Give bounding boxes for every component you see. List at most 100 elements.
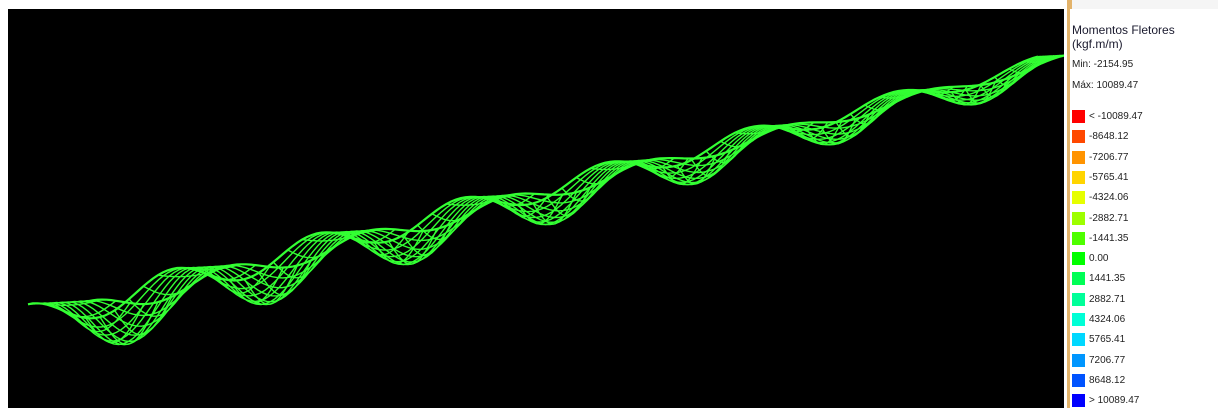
- mesh-line: [922, 86, 954, 96]
- legend-label: -7206.77: [1089, 151, 1129, 163]
- mesh-line: [431, 207, 480, 222]
- legend-label: 7206.77: [1089, 354, 1126, 366]
- legend-swatch: [1072, 394, 1085, 408]
- legend-swatch: [1072, 191, 1085, 205]
- mesh-line: [633, 157, 675, 170]
- legend-swatch: [1072, 150, 1085, 164]
- mesh-line: [720, 136, 759, 148]
- mesh-line: [1023, 58, 1052, 63]
- mesh-line: [359, 230, 410, 256]
- legend-item: 5765.41: [1072, 333, 1126, 347]
- legend-item: > 10089.47: [1072, 394, 1140, 408]
- mesh-line: [287, 243, 340, 259]
- mesh-line: [143, 278, 201, 296]
- legend-item: -7206.77: [1072, 150, 1129, 164]
- mesh-line: [460, 195, 507, 199]
- legend-swatch: [1072, 211, 1085, 225]
- legend-swatch: [1072, 373, 1085, 387]
- mesh-line: [417, 215, 466, 241]
- legend-item: 1441.35: [1072, 272, 1126, 286]
- mesh-line: [994, 71, 1024, 87]
- legend-label: -4324.06: [1089, 192, 1129, 204]
- mesh-line: [42, 298, 103, 306]
- mesh-line: [676, 155, 717, 185]
- mesh-line: [561, 179, 605, 202]
- mesh-line: [272, 251, 326, 279]
- mesh-line: [979, 77, 1010, 98]
- legend-label: < -10089.47: [1089, 111, 1143, 122]
- mesh-line: [388, 228, 438, 265]
- legend-label: 5765.41: [1089, 334, 1126, 346]
- legend-swatch: [1072, 333, 1085, 347]
- legend-label: -1441.35: [1089, 232, 1129, 244]
- deformed-slab-mesh: [27, 54, 1064, 346]
- mesh-line: [532, 191, 578, 225]
- legend-swatch: [1072, 353, 1085, 367]
- mesh-line: [302, 235, 354, 242]
- legend-swatch: [1072, 110, 1085, 123]
- legend-item: 7206.77: [1072, 353, 1126, 367]
- mesh-line: [475, 193, 521, 199]
- mesh-line: [70, 302, 131, 333]
- legend-label: > 10089.47: [1089, 395, 1140, 407]
- legend-swatch: [1072, 231, 1085, 245]
- mesh-line: [345, 228, 396, 244]
- mesh-line: [763, 122, 800, 128]
- mesh-line: [128, 288, 187, 317]
- legend-panel: Momentos Fletores (kgf.m/m) Min: -2154.9…: [1070, 9, 1218, 408]
- mesh-line: [734, 129, 773, 135]
- mesh-line: [172, 265, 228, 270]
- mesh-line: [936, 85, 968, 102]
- legend-swatch: [1072, 313, 1085, 326]
- mesh-line: [864, 100, 898, 111]
- mesh-line: [330, 228, 382, 235]
- mesh-line: [575, 171, 619, 185]
- mesh-line: [590, 164, 633, 171]
- legend-title-text: Momentos Fletores: [1072, 23, 1175, 37]
- mesh-line: [806, 121, 843, 146]
- legend-swatch: [1072, 272, 1085, 286]
- mesh-line: [56, 300, 117, 318]
- model-viewport[interactable]: [8, 9, 1064, 408]
- mesh-line: [229, 267, 285, 304]
- mesh-line: [849, 107, 885, 125]
- legend-item: -4324.06: [1072, 191, 1129, 205]
- mesh-line: [647, 158, 689, 179]
- legend-item: 4324.06: [1072, 313, 1125, 326]
- mesh-line: [792, 122, 829, 141]
- mesh-line: [705, 143, 745, 164]
- legend-label: 2882.71: [1089, 293, 1126, 305]
- mesh-line: [965, 81, 996, 105]
- mesh-line: [215, 266, 270, 294]
- legend-label: 4324.06: [1089, 314, 1126, 325]
- legend-item: 2882.71: [1072, 292, 1126, 306]
- mesh-line: [1038, 54, 1064, 58]
- mesh-line: [316, 230, 368, 235]
- mesh-line: [489, 193, 536, 207]
- legend-swatch: [1072, 252, 1085, 266]
- mesh-line: [1008, 64, 1038, 74]
- legend-title: Momentos Fletores (kgf.m/m): [1072, 23, 1218, 51]
- legend-item: 8648.12: [1072, 373, 1126, 387]
- legend-swatch: [1072, 292, 1085, 306]
- mesh-line: [821, 118, 857, 145]
- legend-label: 0.00: [1089, 253, 1109, 265]
- mesh-line: [662, 157, 703, 185]
- legend-item: -8648.12: [1072, 130, 1129, 144]
- mesh-line: [879, 94, 912, 99]
- legend-item: < -10089.47: [1072, 110, 1143, 123]
- mesh-line: [99, 301, 159, 346]
- legend-label: -5765.41: [1089, 171, 1129, 183]
- mesh-line: [373, 230, 424, 265]
- mesh-line: [85, 303, 145, 344]
- mesh-line: [186, 263, 242, 271]
- legend-label: 8648.12: [1089, 374, 1126, 386]
- legend-item: -5765.41: [1072, 170, 1129, 184]
- legend-label: 1441.35: [1089, 273, 1126, 285]
- legend-min: Min: -2154.95: [1072, 59, 1134, 70]
- mesh-line: [243, 265, 299, 305]
- legend-label: -8648.12: [1089, 131, 1129, 143]
- mesh-line: [950, 84, 982, 106]
- mesh-line: [619, 157, 661, 164]
- mesh-line: [27, 300, 89, 305]
